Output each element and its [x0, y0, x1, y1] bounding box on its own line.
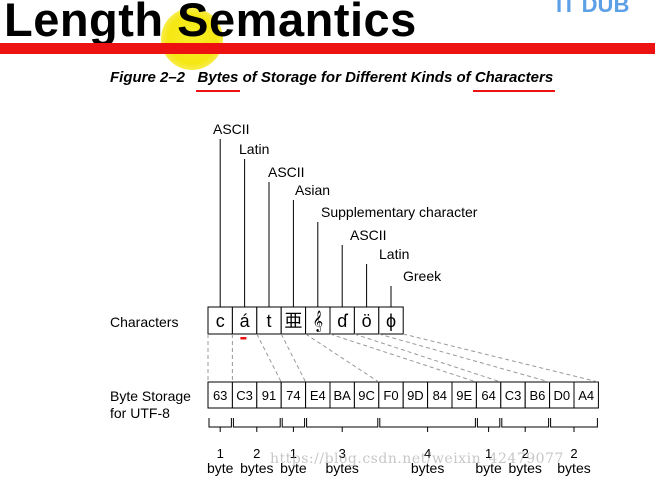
- characters-row-label: Characters: [110, 314, 178, 330]
- character-type-label: ASCII: [213, 121, 250, 137]
- byte-storage-label-2: for UTF-8: [110, 405, 170, 421]
- figure-title: Figure 2–2 Bytes of Storage for Differen…: [110, 69, 553, 86]
- byte-value: 74: [286, 388, 300, 403]
- byte-value: 64: [481, 388, 495, 403]
- byte-group-bracket: [476, 418, 501, 428]
- byte-count: 2: [570, 446, 577, 461]
- byte-group-bracket: [281, 418, 306, 428]
- dashed-connector: [378, 333, 550, 383]
- dashed-connector: [403, 333, 599, 383]
- byte-box: [305, 381, 331, 409]
- byte-unit-label: bytes: [411, 460, 444, 476]
- byte-box: [573, 381, 599, 409]
- byte-storage-label: Byte Storage: [110, 388, 191, 404]
- dashed-connector: [256, 333, 282, 383]
- figure-label: Figure 2–2: [110, 69, 186, 86]
- byte-value: 9D: [407, 388, 424, 403]
- watermark: https://blog.csdn.net/weixin_42479077: [270, 451, 564, 467]
- byte-group-bracket: [232, 418, 281, 428]
- character-glyph: á: [240, 311, 251, 331]
- character-type-label: ASCII: [350, 227, 387, 243]
- byte-box: [402, 381, 429, 409]
- byte-value: A4: [578, 388, 594, 403]
- red-mark: [240, 337, 247, 340]
- byte-box: [427, 381, 453, 409]
- slide-title: Length Semantics: [4, 0, 417, 46]
- character-type-label: Greek: [403, 268, 442, 284]
- byte-unit-label: bytes: [325, 460, 358, 476]
- byte-unit-label: bytes: [557, 460, 590, 476]
- byte-unit-label: bytes: [240, 460, 273, 476]
- byte-count: 1: [485, 446, 492, 461]
- character-glyph: 𝄞: [312, 311, 323, 332]
- character-type-label: Supplementary character: [321, 204, 478, 220]
- byte-value: F0: [383, 388, 398, 403]
- character-box: [231, 306, 258, 335]
- byte-value: 63: [213, 388, 227, 403]
- byte-value: 9E: [456, 388, 472, 403]
- byte-group-bracket: [306, 418, 379, 428]
- character-glyph: ϕ: [386, 311, 396, 331]
- byte-group-bracket: [550, 418, 598, 428]
- character-glyph: t: [266, 311, 271, 331]
- byte-box: [207, 381, 233, 409]
- byte-unit-label: byte: [280, 460, 307, 476]
- byte-box: [549, 381, 575, 409]
- byte-value: C3: [505, 388, 522, 403]
- byte-value: BA: [334, 388, 352, 403]
- byte-unit-label: bytes: [508, 460, 541, 476]
- character-type-label: Latin: [239, 141, 269, 157]
- title-underline-bar: [0, 43, 655, 54]
- byte-box: [500, 381, 526, 409]
- character-type-label: Latin: [379, 246, 409, 262]
- figure-title-characters: Characters: [474, 69, 554, 86]
- byte-count: 3: [339, 446, 346, 461]
- byte-count: 1: [290, 446, 297, 461]
- byte-unit-label: byte: [475, 460, 502, 476]
- byte-count: 4: [424, 446, 431, 461]
- byte-count: 1: [217, 446, 224, 461]
- byte-box: [353, 381, 380, 409]
- byte-value: B6: [529, 388, 545, 403]
- byte-count: 2: [522, 446, 529, 461]
- character-glyph: 亜: [284, 311, 302, 331]
- byte-value: 84: [433, 388, 447, 403]
- character-box: [280, 306, 307, 335]
- dashed-connector: [305, 333, 380, 383]
- character-type-label: ASCII: [268, 164, 305, 180]
- byte-count: 2: [253, 446, 260, 461]
- byte-value: E4: [310, 388, 326, 403]
- byte-group-bracket: [208, 418, 232, 428]
- corner-logo: IT DUB: [556, 0, 630, 17]
- byte-box: [475, 381, 502, 409]
- figure-title-middle: of Storage for Different Kinds of: [238, 69, 475, 86]
- byte-group-bracket: [379, 418, 476, 428]
- character-glyph: ɗ: [337, 311, 348, 331]
- byte-value: C3: [236, 388, 253, 403]
- dashed-connector: [354, 333, 501, 383]
- byte-value: 9C: [358, 388, 375, 403]
- byte-value: 91: [262, 388, 276, 403]
- byte-value: D0: [553, 388, 570, 403]
- dashed-connector: [329, 333, 477, 383]
- character-box: [305, 306, 331, 335]
- character-type-label: Asian: [295, 182, 330, 198]
- character-box: [378, 306, 404, 335]
- byte-unit-label: byte: [207, 460, 234, 476]
- yellow-highlight-circle: [161, 8, 223, 70]
- character-glyph: ö: [362, 311, 372, 331]
- figure-title-bytes: Bytes: [197, 69, 239, 86]
- dashed-connector: [280, 333, 307, 383]
- character-glyph: c: [216, 311, 225, 331]
- byte-group-bracket: [501, 418, 550, 428]
- byte-box: [231, 381, 258, 409]
